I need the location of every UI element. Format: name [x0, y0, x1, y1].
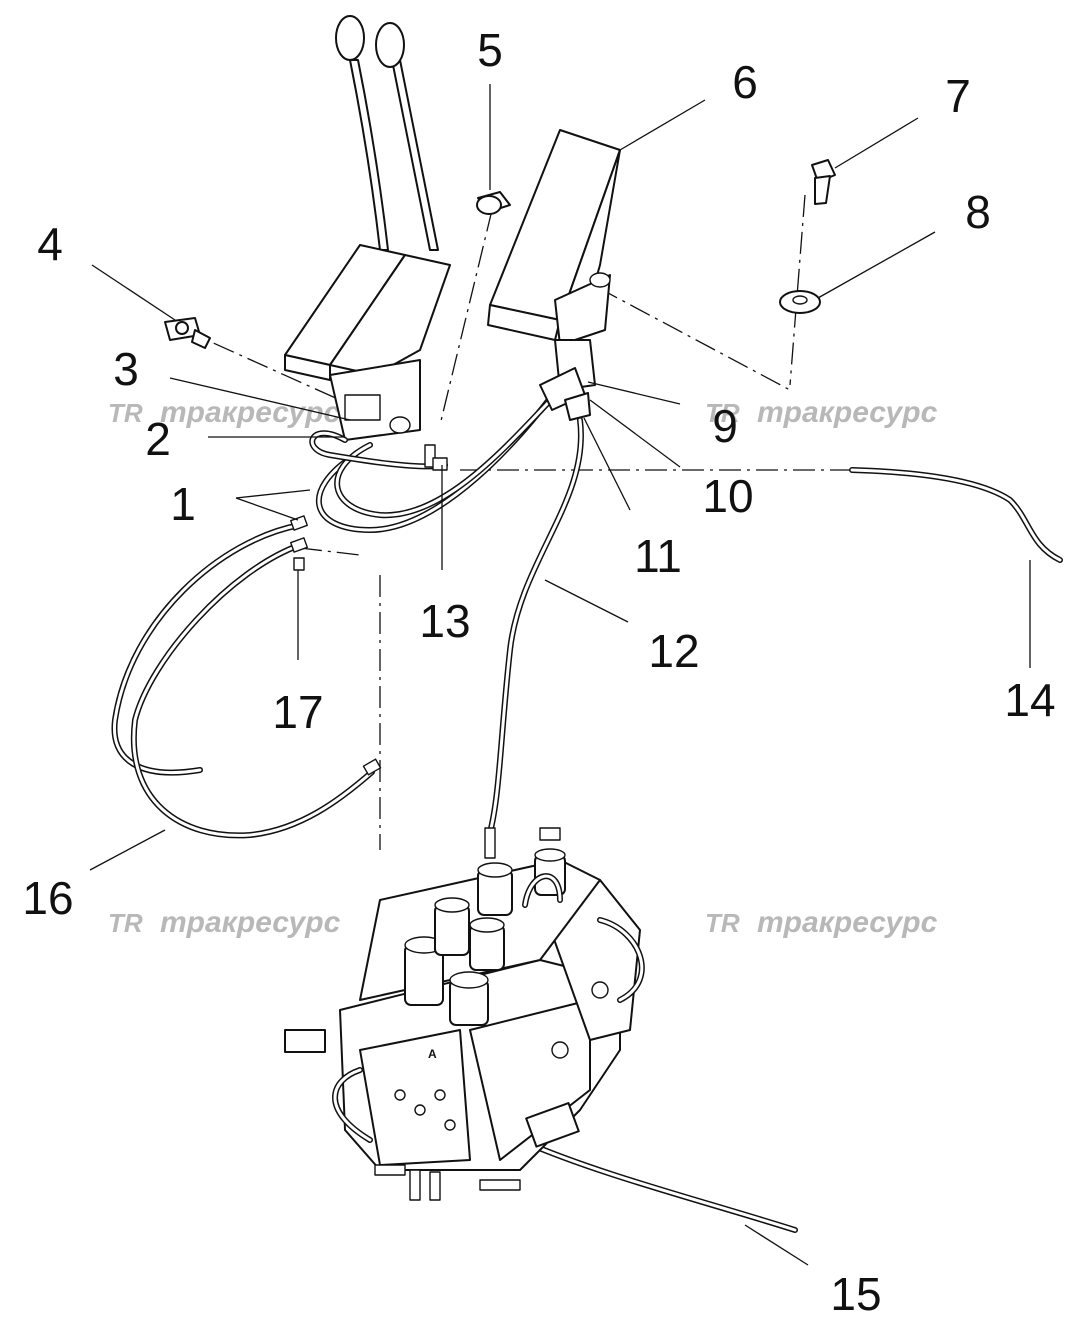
callout-11: 11 — [634, 530, 682, 582]
tee-fitting-4 — [164, 317, 211, 349]
leader-16 — [89, 829, 166, 871]
watermark-logo: TR — [705, 398, 740, 428]
callout-12: 12 — [648, 625, 699, 677]
callout-labels: 1 2 3 4 5 6 7 8 9 10 11 12 13 14 15 16 1… — [22, 24, 1055, 1320]
callout-7: 7 — [945, 70, 971, 122]
leader-6 — [619, 99, 706, 151]
lever-knob-right — [375, 22, 405, 68]
callout-17: 17 — [272, 686, 323, 738]
valve-block-assembly: A — [284, 827, 645, 1201]
watermark-3: TR тракресурс — [108, 906, 341, 939]
callout-3: 3 — [113, 343, 139, 395]
leader-1 — [235, 489, 311, 499]
valve-port-mark: A — [428, 1047, 437, 1061]
watermark-1: TR тракресурс — [108, 396, 341, 429]
leader-4 — [91, 264, 176, 321]
leader-15 — [744, 1224, 809, 1266]
callout-6: 6 — [732, 56, 758, 108]
watermark-logo: TR — [108, 398, 143, 428]
hose-15 — [517, 1137, 798, 1233]
callout-14: 14 — [1004, 674, 1055, 726]
bushing-5 — [476, 191, 511, 215]
leader-7 — [834, 117, 919, 169]
watermark-text: тракресурс — [757, 396, 938, 429]
callout-5: 5 — [477, 24, 503, 76]
callout-16: 16 — [22, 872, 73, 924]
watermark-4: TR тракресурс — [705, 906, 938, 939]
bolt-7 — [811, 159, 836, 205]
watermark-text: тракресурс — [160, 906, 341, 939]
washer-8 — [779, 290, 821, 314]
callout-13: 13 — [419, 595, 470, 647]
callout-2: 2 — [145, 413, 171, 465]
leader-lines — [89, 84, 1031, 1266]
hose-14 — [849, 467, 1063, 563]
watermark-logo: TR — [705, 908, 740, 938]
callout-4: 4 — [37, 218, 63, 270]
leader-1b — [235, 497, 299, 521]
leader-12 — [544, 579, 629, 623]
callout-10: 10 — [702, 470, 753, 522]
leader-3 — [169, 377, 351, 421]
control-hoses — [111, 377, 584, 843]
lever-knob-left — [335, 15, 365, 61]
watermark-text: тракресурс — [757, 906, 938, 939]
leader-11 — [583, 417, 631, 511]
pedal-unit-6 — [487, 129, 621, 391]
left-control-unit — [284, 15, 451, 441]
watermark-logo: TR — [108, 908, 143, 938]
callout-1: 1 — [170, 478, 196, 530]
callout-15: 15 — [830, 1268, 881, 1320]
callout-9: 9 — [712, 400, 738, 452]
watermark-2: TR тракресурс — [705, 396, 938, 429]
leader-8 — [817, 231, 936, 299]
hose-fittings — [290, 367, 591, 776]
leader-10 — [589, 399, 681, 468]
callout-8: 8 — [965, 186, 991, 238]
watermark-text: тракресурс — [160, 396, 341, 429]
leader-9 — [587, 381, 681, 405]
